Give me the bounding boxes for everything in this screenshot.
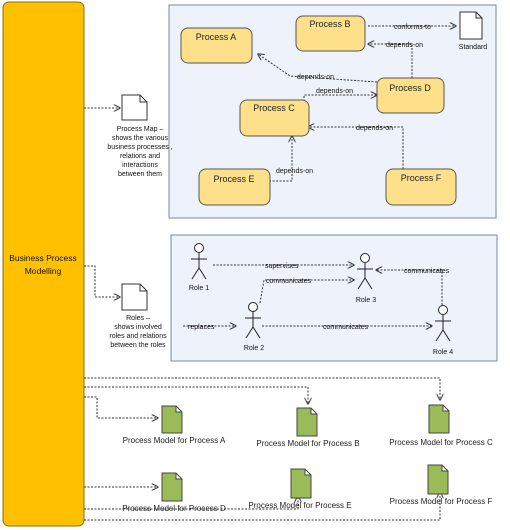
roles-description: Roles – shows involved roles and relatio… xyxy=(109,315,167,349)
roles-document-icon[interactable] xyxy=(121,283,148,311)
main-block-label-line1: Business Process xyxy=(9,253,77,263)
svg-text:Process Model for Process D: Process Model for Process D xyxy=(122,504,226,513)
svg-text:Roles –: Roles – xyxy=(126,315,150,322)
role-2[interactable] xyxy=(245,302,261,339)
svg-text:roles and relations: roles and relations xyxy=(109,333,167,340)
role-2-label: Role 2 xyxy=(244,345,264,352)
svg-text:shows involved: shows involved xyxy=(114,324,162,331)
svg-text:between them: between them xyxy=(118,171,162,178)
svg-text:Process F: Process F xyxy=(401,173,442,183)
process-model-f[interactable]: Process Model for Process F xyxy=(390,464,493,506)
main-block[interactable] xyxy=(2,1,85,527)
svg-text:shows the various: shows the various xyxy=(112,135,169,142)
process-f[interactable]: Process F xyxy=(385,168,457,206)
edge-c-depends-f-label: depends-on xyxy=(356,125,393,132)
svg-text:Process E: Process E xyxy=(213,174,254,184)
process-model-d[interactable]: Process Model for Process D xyxy=(122,472,226,513)
edge-f-c xyxy=(308,127,404,169)
process-model-b[interactable]: Process Model for Process B xyxy=(256,407,360,448)
process-model-e[interactable]: Process Model for Process E xyxy=(248,468,352,510)
edge-communicates-2-4-label: communicates xyxy=(323,324,369,331)
connector-model-f xyxy=(84,492,440,521)
svg-text:Process B: Process B xyxy=(309,19,350,29)
process-c[interactable]: Process C xyxy=(239,99,310,137)
role-3-label: Role 3 xyxy=(356,297,376,304)
edge-e-c xyxy=(262,136,292,182)
main-block-label-line2: Modelling xyxy=(25,266,62,276)
edge-supervises-label: supervises xyxy=(265,263,299,270)
edge-b-depends-d-label: depends-on xyxy=(386,42,423,49)
edge-d-a xyxy=(258,54,378,83)
svg-text:Process Model for Process F: Process Model for Process F xyxy=(390,497,493,506)
svg-text:between the roles: between the roles xyxy=(110,342,166,349)
svg-text:Process A: Process A xyxy=(196,32,237,42)
edge-communicates-2-3-label: communicates xyxy=(266,278,312,285)
process-d[interactable]: Process D xyxy=(376,77,445,114)
process-map-document-icon[interactable] xyxy=(121,94,148,121)
standard-label: Standard xyxy=(459,44,488,51)
process-b[interactable]: Process B xyxy=(295,15,366,52)
role-3[interactable] xyxy=(357,253,373,290)
svg-text:Process C: Process C xyxy=(253,103,295,113)
edge-a-depends-d-label: depends-on xyxy=(297,74,334,81)
roles-panel xyxy=(170,234,498,362)
edge-e-depends-c-label: depends-on xyxy=(276,168,313,175)
process-model-c[interactable]: Process Model for Process C xyxy=(389,404,493,447)
edge-communicates-4-3-label: communicates xyxy=(404,268,450,275)
svg-text:Process Map –: Process Map – xyxy=(117,126,164,133)
edge-communicates-2-3 xyxy=(259,280,354,304)
svg-text:Process Model for Process B: Process Model for Process B xyxy=(256,439,359,448)
edge-d-b xyxy=(368,44,413,78)
connector-roles xyxy=(84,265,120,297)
edge-conforms-to-label: conforms-to xyxy=(394,24,431,31)
role-4-label: Role 4 xyxy=(433,349,453,356)
connector-model-a xyxy=(84,396,158,418)
standard-document-icon[interactable] xyxy=(459,11,483,40)
svg-text:business processes ,: business processes , xyxy=(107,144,172,151)
svg-text:interactions: interactions xyxy=(122,162,158,169)
svg-text:Process Model for Process E: Process Model for Process E xyxy=(248,501,351,510)
connector-model-b xyxy=(84,386,308,404)
process-model-a[interactable]: Process Model for Process A xyxy=(123,405,226,445)
edge-replaces-label: replaces xyxy=(188,324,215,331)
edge-c-depends-d-label: depends-on xyxy=(316,88,353,95)
role-1-label: Role 1 xyxy=(189,285,209,292)
svg-text:Process Model for Process A: Process Model for Process A xyxy=(123,436,226,445)
role-4[interactable] xyxy=(435,305,451,342)
svg-text:relations and: relations and xyxy=(120,153,160,160)
svg-text:Process Model for Process C: Process Model for Process C xyxy=(389,438,493,447)
process-e[interactable]: Process E xyxy=(198,168,271,206)
svg-text:Process D: Process D xyxy=(389,83,431,93)
process-a[interactable]: Process A xyxy=(180,27,253,64)
connector-model-c xyxy=(84,377,440,400)
connector-model-e xyxy=(84,496,298,510)
role-1[interactable] xyxy=(191,243,207,280)
edge-communicates-4-3 xyxy=(376,270,443,305)
process-map-description: Process Map – shows the various business… xyxy=(107,126,172,178)
